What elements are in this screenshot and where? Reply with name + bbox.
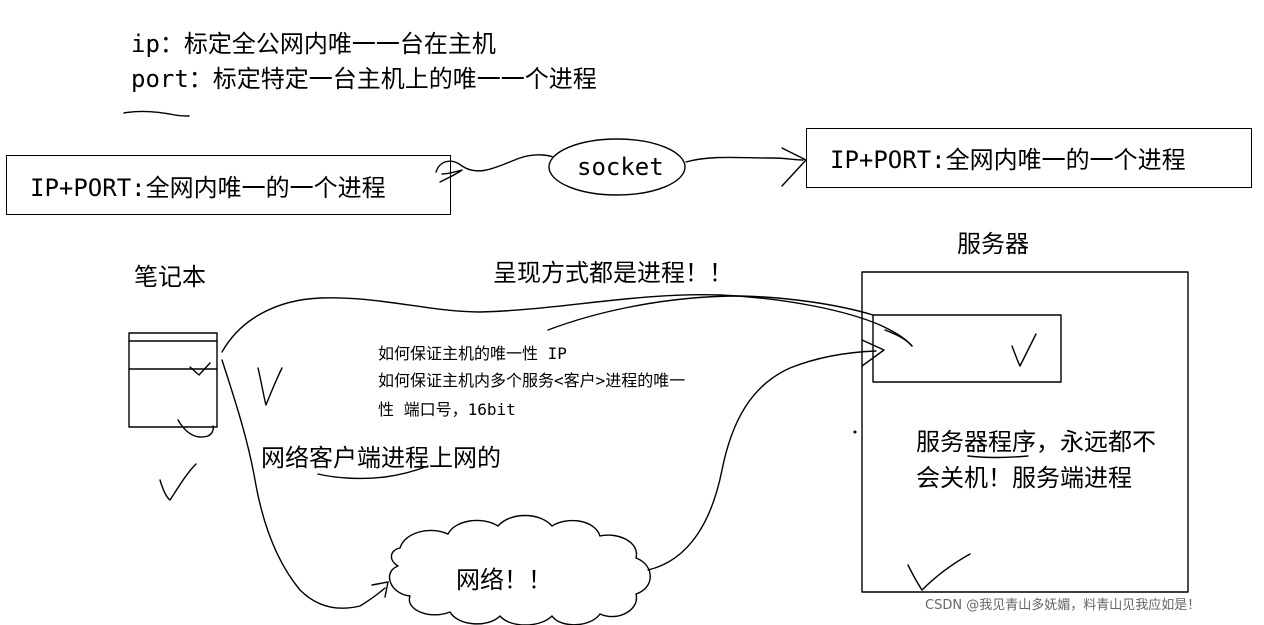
socket-ellipse (548, 138, 686, 196)
csdn-watermark: CSDN @我见青山多妩媚，料青山见我应如是！ (925, 598, 1201, 613)
network-cloud (388, 514, 651, 625)
laptop-down-tick (257, 367, 283, 406)
laptop-to-network-curve (221, 359, 386, 609)
note-ip-uniqueness: 如何保证主机的唯一性 IP (378, 344, 567, 363)
laptop-check-small (189, 362, 211, 376)
client-note-underline (317, 465, 429, 480)
network-to-server-curve (647, 350, 877, 571)
stray-dot (853, 430, 857, 434)
check-mark-left (159, 463, 197, 501)
port-underline (123, 110, 190, 117)
laptop-to-network-arrowhead (371, 581, 389, 598)
port-definition: port：标定特定一台主机上的唯一一个进程 (131, 65, 597, 93)
server-label: 服务器 (957, 230, 1029, 258)
server-box (861, 271, 1189, 593)
left-to-socket-link (435, 154, 554, 173)
server-inner-box (872, 314, 1062, 383)
ip-definition: ip：标定全公网内唯一一台在主机 (131, 30, 496, 58)
server-bottom-check (907, 553, 971, 591)
left-ip-port-label: IP+PORT:全网内唯一的一个进程 (30, 174, 386, 202)
laptop-shape (128, 332, 218, 428)
server-note-line1: 服务器程序，永远都不 (916, 428, 1156, 456)
server-inner-hook (884, 329, 913, 347)
laptop-label: 笔记本 (134, 263, 206, 291)
right-ip-port-box (806, 128, 1252, 188)
headline-processes: 呈现方式都是进程！！ (493, 259, 733, 287)
network-to-server-arrowhead (861, 339, 885, 367)
right-ip-port-label: IP+PORT:全网内唯一的一个进程 (830, 146, 1186, 174)
socket-to-right-arrowhead (781, 147, 807, 187)
socket-to-right-link (685, 156, 804, 163)
left-squiggle (439, 169, 463, 183)
note-process-uniqueness: 如何保证主机内多个服务<客户>进程的唯一 (378, 371, 686, 390)
server-note-line2: 会关机！服务端进程 (916, 464, 1132, 492)
network-label: 网络！！ (456, 566, 552, 594)
server-check-mark (1011, 333, 1037, 367)
socket-label: socket (577, 153, 664, 181)
arc-second-stroke (547, 295, 874, 331)
laptop-hook-1 (177, 419, 214, 438)
note-port-number: 性 端口号，16bit (378, 400, 516, 419)
client-process-note: 网络客户端进程上网的 (261, 444, 501, 472)
left-ip-port-box (6, 155, 451, 215)
server-note-underline (967, 455, 1029, 459)
